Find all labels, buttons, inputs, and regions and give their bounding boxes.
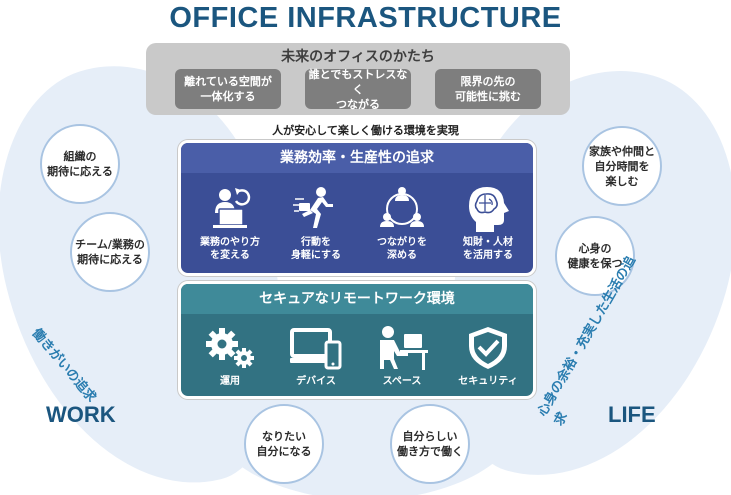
future-item-3: 限界の先の 可能性に挑む [435, 69, 541, 109]
bubble-team-expectations: チーム/業務の 期待に応える [70, 212, 150, 292]
panel-item-label: 運用 [220, 376, 240, 387]
bubble-organization-expectations: 組織の 期待に応える [40, 124, 120, 204]
panel-item-operations: 運用 [187, 324, 273, 388]
main-title: OFFICE INFRASTRUCTURE [169, 2, 562, 34]
person-computer-refresh-icon [213, 188, 251, 228]
running-person-icon [293, 187, 333, 228]
panel-item-devices: デバイス [273, 324, 359, 388]
bubble-family-time: 家族や仲間と 自分時間を 楽しむ [582, 126, 662, 206]
panel-item-label: デバイス [296, 376, 336, 387]
panel-item-label: 業務のやり方 を変える [200, 237, 260, 261]
panel-item-knowledge: 知財・人材 を活用する [445, 185, 531, 262]
panel-item-label: スペース [382, 376, 422, 387]
future-title: 未来のオフィスのかたち [281, 49, 435, 65]
work-label: WORK [46, 402, 116, 427]
panel-item-work-method: 業務のやり方 を変える [187, 185, 273, 262]
panel-item-label: 知財・人材 を活用する [463, 237, 513, 261]
productivity-panel: 業務効率・生産性の追求 業務のやり方 を変える 行動を 身軽にする つ [178, 140, 536, 276]
productivity-panel-title: 業務効率・生産性の追求 [181, 143, 533, 173]
future-item-1: 離れている空間が 一体化する [175, 69, 281, 109]
panel-item-label: セキュリティ [458, 376, 518, 387]
connected-people-icon [380, 187, 424, 227]
tagline: 人が安心して楽しく働ける環境を実現 [272, 124, 459, 137]
panel-item-label: 行動を 身軽にする [290, 237, 342, 261]
person-desk-icon [380, 326, 428, 370]
remote-work-panel-title: セキュアなリモートワーク環境 [181, 284, 533, 314]
future-item-2: 誰とでもストレスなく つながる [305, 68, 411, 111]
gears-icon [206, 328, 254, 368]
panel-item-security: セキュリティ [445, 324, 531, 388]
panel-item-space: スペース [359, 324, 445, 388]
bubble-ideal-self: なりたい 自分になる [244, 404, 324, 484]
life-label: LIFE [608, 402, 656, 427]
panel-item-mobility: 行動を 身軽にする [273, 185, 359, 262]
future-office-box: 未来のオフィスのかたち 離れている空間が 一体化する 誰とでもストレスなく つな… [146, 43, 570, 115]
bubble-health: 心身の 健康を保つ [555, 216, 635, 296]
panel-item-label: つながりを 深める [377, 237, 427, 261]
shield-check-icon [469, 327, 507, 369]
devices-icon [290, 328, 342, 370]
remote-work-panel: セキュアなリモートワーク環境 運用 デバイス [178, 281, 536, 399]
bubble-own-workstyle: 自分らしい 働き方で働く [390, 404, 470, 484]
brain-head-icon [469, 187, 509, 232]
panel-item-connection: つながりを 深める [359, 185, 445, 262]
